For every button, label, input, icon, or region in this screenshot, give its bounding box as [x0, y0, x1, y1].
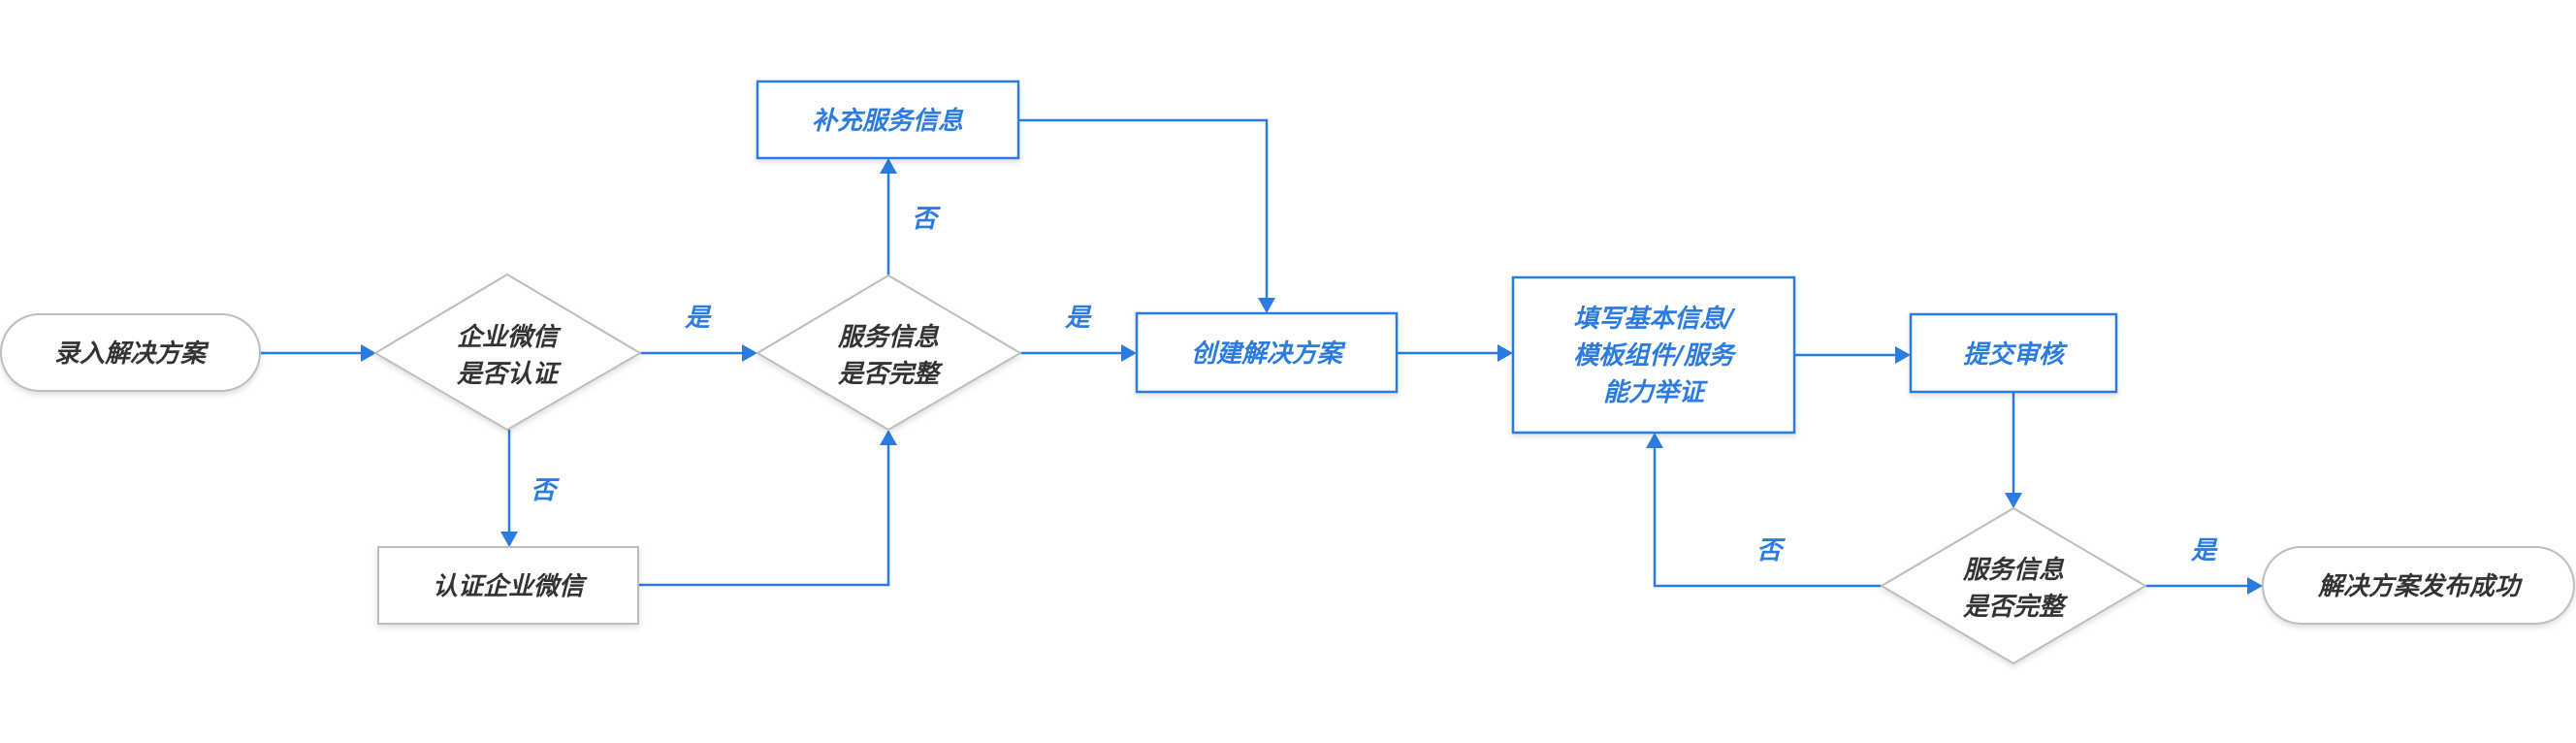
node-fill-line3: 能力举证 [1603, 378, 1708, 407]
node-start-label: 录入解决方案 [54, 339, 209, 369]
node-review-decision-line1: 服务信息 [1962, 556, 2065, 585]
arrowhead-icon [880, 158, 897, 174]
edges [260, 118, 2263, 595]
node-supplement-label: 补充服务信息 [812, 107, 964, 136]
node-end-label: 解决方案发布成功 [2317, 572, 2523, 601]
node-create[interactable] [1135, 311, 1399, 394]
node-service-decision-line1: 服务信息 [837, 323, 940, 352]
process-box [377, 546, 639, 625]
node-service-decision-line2: 是否完整 [837, 360, 944, 389]
process-box [1909, 312, 2118, 394]
edge-label-yes: 是 [2190, 536, 2218, 565]
arrowhead-icon [2005, 493, 2022, 508]
edge-label-yes: 是 [1064, 304, 1092, 333]
node-fill-line1: 填写基本信息/ [1573, 305, 1736, 334]
arrowhead-icon [1646, 433, 1663, 448]
edge-label-no: 否 [1756, 536, 1786, 565]
edge-label-no: 否 [531, 476, 560, 505]
process-box [1135, 311, 1399, 394]
node-wecom-decision[interactable] [373, 273, 642, 432]
node-submit-label: 提交审核 [1963, 340, 2069, 370]
node-wecom-decision-line1: 企业微信 [457, 323, 562, 352]
node-fill[interactable] [1511, 275, 1796, 435]
edge-review-no-to-fill [1653, 448, 1882, 588]
edge-labels: 是 否 否 是 否 是 [531, 205, 2218, 565]
arrowhead-icon [500, 532, 518, 547]
arrowhead-icon [880, 430, 897, 445]
arrowhead-icon [2247, 577, 2263, 595]
node-fill-line2: 模板组件/服务 [1573, 341, 1737, 371]
node-service-decision[interactable] [756, 274, 1022, 432]
decision-diamond [373, 273, 642, 432]
arrowhead-icon [361, 344, 376, 362]
node-wecom-decision-line2: 是否认证 [456, 360, 562, 389]
node-verify-wecom[interactable] [377, 546, 639, 625]
arrowhead-icon [742, 344, 757, 362]
edge-verify-to-service-decision [638, 445, 890, 587]
node-create-label: 创建解决方案 [1191, 339, 1346, 369]
node-start[interactable] [0, 313, 261, 392]
node-review-decision[interactable] [1880, 506, 2147, 665]
process-box [756, 80, 1020, 160]
node-submit[interactable] [1909, 312, 2118, 394]
arrowhead-icon [1258, 298, 1275, 313]
node-end[interactable] [2262, 546, 2575, 625]
edge-supplement-to-create [1018, 118, 1269, 298]
node-supplement[interactable] [756, 80, 1020, 160]
arrowhead-icon [1895, 346, 1911, 364]
edge-label-yes: 是 [684, 304, 712, 333]
decision-diamond [1880, 506, 2147, 665]
node-verify-wecom-label: 认证企业微信 [433, 572, 588, 601]
node-review-decision-line2: 是否完整 [1962, 593, 2069, 622]
arrowhead-icon [1497, 344, 1513, 362]
arrowhead-icon [1121, 344, 1137, 362]
decision-diamond [756, 274, 1022, 432]
terminal-shape [2262, 546, 2575, 625]
terminal-shape [0, 313, 261, 392]
edge-label-no: 否 [912, 205, 941, 234]
process-box [1511, 275, 1796, 435]
